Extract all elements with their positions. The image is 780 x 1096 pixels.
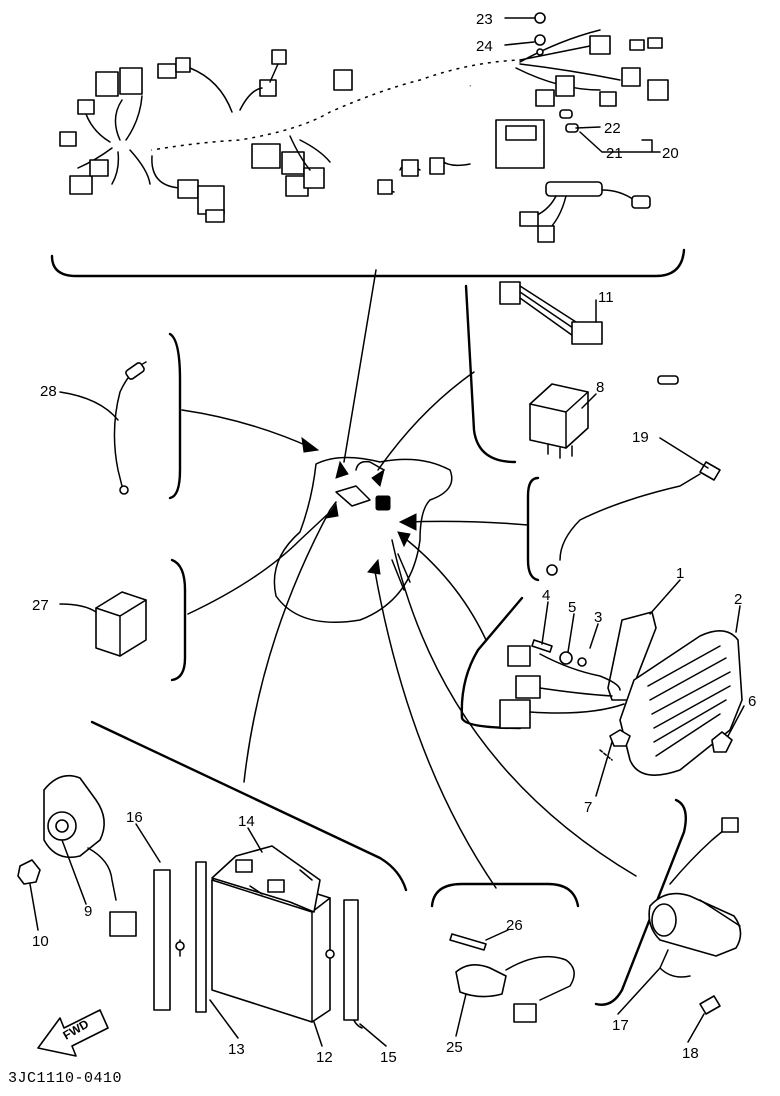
label-9: 9 [84,903,92,920]
arrow-switch25 [367,558,381,575]
arrow-lead28 [301,436,320,453]
arrow-battery [324,502,339,519]
relay27-line [187,511,331,615]
regulator-line [401,535,487,641]
fuse-21 [559,109,573,119]
part-8-relay [529,383,589,459]
part-13-15-16-cables [153,861,363,1029]
label-4: 4 [542,587,550,604]
part-17-18-starter-relay [648,817,742,1015]
screw-26 [449,933,487,951]
label-25: 25 [446,1039,463,1056]
relay-line [377,371,475,471]
harness-line [343,269,377,463]
label-8: 8 [596,379,604,396]
label-23: 23 [476,11,493,28]
arrow-lead19 [398,513,417,531]
label-14: 14 [238,813,255,830]
switch25-bracket [430,882,580,908]
frame-relay-block [375,495,391,511]
harness-sleeve [545,181,603,197]
part-11-lead [499,281,603,345]
part-9-main-switch [17,774,137,937]
group-brackets [50,248,687,1006]
bolt-18 [699,995,721,1015]
relay17-line [391,539,637,877]
harness-bracket [50,248,686,278]
washer-24 [534,34,546,46]
battery-group-bracket [90,720,408,892]
regulator-bracket-line [460,596,524,730]
label-12: 12 [316,1049,333,1066]
lead19-bracket [526,476,540,582]
label-3: 3 [594,609,602,626]
nut-10 [17,859,41,885]
arrowheads [301,436,417,575]
label-17: 17 [612,1017,629,1034]
label-19: 19 [632,429,649,446]
label-1: 1 [676,565,684,582]
fwd-arrow: FWD [37,1009,109,1057]
screw-23 [534,12,546,24]
label-27: 27 [32,597,49,614]
part-3-4-5-fasteners [531,639,733,753]
label-7: 7 [584,799,592,816]
label-28: 28 [40,383,57,400]
label-26: 26 [506,917,523,934]
part-1-2-regulator [499,611,743,776]
diagram-code: 3JC1110-0410 [8,1070,122,1087]
label-20: 20 [662,145,679,162]
neutral-switch-25 [455,964,507,998]
label-24: 24 [476,38,493,55]
cable-15 [343,899,359,1021]
part-12-14-battery [211,845,331,1023]
connector-lines [181,269,637,889]
part-25-26-neutral-switch [449,933,575,1023]
part-19-earth-lead [546,375,746,576]
cable-16 [153,869,171,1011]
label-11: 11 [598,289,614,306]
harness-connector [95,71,119,97]
label-18: 18 [682,1045,699,1062]
breather-13 [195,861,207,1013]
switch25-line [373,565,497,889]
lead28-line [181,409,313,449]
arrow-harness [335,460,349,479]
lead28-bracket [168,332,182,500]
part-28-lead [113,361,147,495]
frame-outline [273,456,453,623]
label-16: 16 [126,809,143,826]
label-21: 21 [606,145,623,162]
relay-group-bracket [464,284,517,464]
battery-line [243,501,337,783]
relay27-bracket [170,558,187,682]
part-27-flasher [95,591,147,657]
label-15: 15 [380,1049,397,1066]
label-13: 13 [228,1041,245,1058]
label-2: 2 [734,591,742,608]
leader-lines [29,17,745,1047]
label-10: 10 [32,933,49,950]
rectifier-regulator-2 [619,630,743,776]
arrow-regulator [397,531,411,548]
label-6: 6 [748,693,756,710]
label-22: 22 [604,120,621,137]
part-number-labels: 23 24 22 21 20 11 8 19 28 27 1 2 3 4 5 6… [32,11,756,1066]
wire-harness [59,12,669,243]
lead19-line [405,520,529,526]
arrow-relay [371,468,385,487]
label-5: 5 [568,599,576,616]
